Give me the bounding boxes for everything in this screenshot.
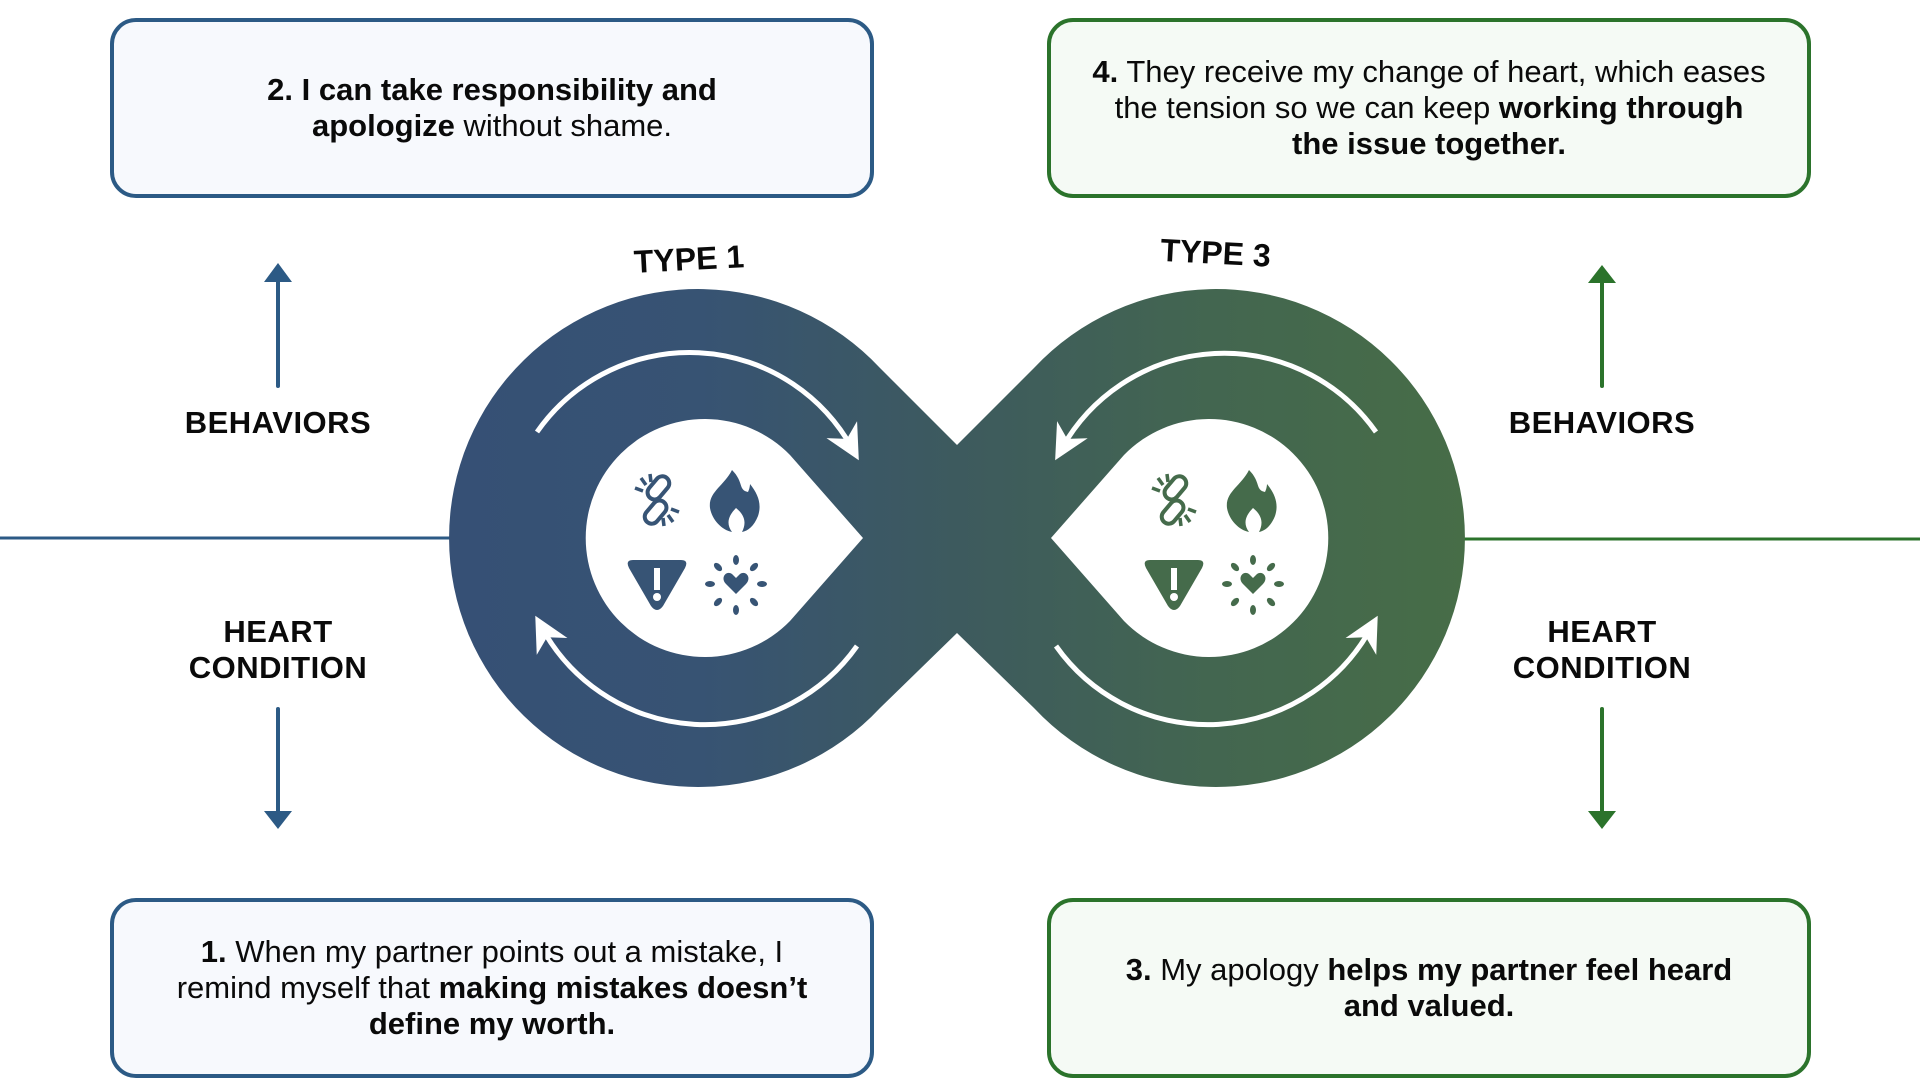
step-4-rest: They receive my change of heart, which e… xyxy=(1114,54,1766,125)
step-4-text: 4. They receive my change of heart, whic… xyxy=(1089,54,1769,162)
behaviors-label-right: BEHAVIORS xyxy=(1508,405,1696,440)
step-number: 4. xyxy=(1092,54,1119,89)
behaviors-arrow-left xyxy=(264,263,292,388)
heart-burst-icon xyxy=(1222,555,1284,615)
icon-grid-type-1 xyxy=(627,470,767,615)
heart-condition-arrow-left xyxy=(264,707,292,829)
step-4-box: 4. They receive my change of heart, whic… xyxy=(1047,18,1811,198)
step-1-box: 1. When my partner points out a mistake,… xyxy=(110,898,874,1078)
step-1-text: 1. When my partner points out a mistake,… xyxy=(172,934,812,1042)
step-number: 3. xyxy=(1125,952,1152,987)
behaviors-arrow-right xyxy=(1588,265,1616,388)
step-3-box: 3. My apology helps my partner feel hear… xyxy=(1047,898,1811,1078)
icon-grid-type-3 xyxy=(1144,470,1284,615)
step-2-box: 2. I can take responsibility and apologi… xyxy=(110,18,874,198)
heart-condition-arrow-right xyxy=(1588,707,1616,829)
step-4-bold: working through the issue together. xyxy=(1292,90,1744,161)
cycle-arrow-left-top xyxy=(534,349,859,461)
type-3-label: TYPE 3 xyxy=(1160,232,1272,274)
step-2-bold-2: apologize xyxy=(311,108,455,143)
step-1-bold: making mistakes doesn’t define my worth. xyxy=(368,970,808,1041)
cycle-arrow-right-bottom xyxy=(1053,615,1378,728)
heart-condition-label-left: HEART CONDITION xyxy=(148,614,408,686)
warning-icon xyxy=(627,560,687,610)
step-2-rest: without shame. xyxy=(454,108,673,143)
heart-condition-line1: HEART xyxy=(1547,614,1657,649)
step-3-rest: My apology xyxy=(1151,952,1328,987)
heart-condition-line1: HEART xyxy=(223,614,333,649)
infinity-loop xyxy=(449,288,1465,787)
broken-link-icon xyxy=(634,473,680,527)
step-3-bold: helps my partner feel heard and valued. xyxy=(1327,952,1733,1023)
heart-condition-line2: CONDITION xyxy=(188,650,368,685)
behaviors-label-left: BEHAVIORS xyxy=(184,405,372,440)
heart-condition-line2: CONDITION xyxy=(1512,650,1692,685)
step-number: 2. xyxy=(267,72,294,107)
flame-icon xyxy=(709,470,760,532)
step-3-text: 3. My apology helps my partner feel hear… xyxy=(1119,952,1739,1024)
step-2-text: 2. I can take responsibility and apologi… xyxy=(212,72,772,144)
step-number: 1. xyxy=(200,934,227,969)
heart-condition-label-right: HEART CONDITION xyxy=(1472,614,1732,686)
type-1-label: TYPE 1 xyxy=(633,238,745,280)
flame-icon xyxy=(1226,470,1277,532)
broken-link-icon xyxy=(1151,473,1197,527)
step-2-bold-1: I can take responsibility and xyxy=(301,72,717,107)
cycle-arrow-left-bottom xyxy=(535,615,860,728)
warning-icon xyxy=(1144,560,1204,610)
cycle-arrow-right-top xyxy=(1055,350,1379,461)
step-1-rest: When my partner points out a mistake, I … xyxy=(176,934,784,1005)
heart-burst-icon xyxy=(705,555,767,615)
